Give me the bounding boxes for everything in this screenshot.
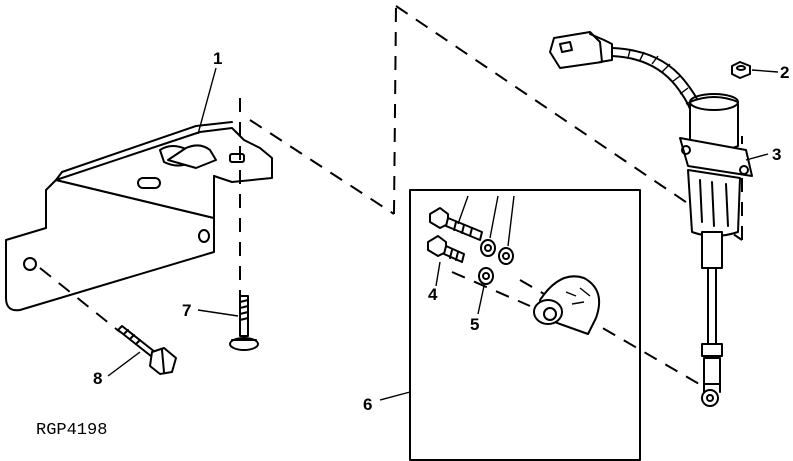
leader-lines	[107, 67, 779, 401]
throttle-lever	[533, 275, 600, 335]
callout-5: 5	[470, 315, 479, 334]
detail-bolt-upper	[429, 207, 483, 241]
callout-2: 2	[780, 63, 789, 82]
callout-8: 8	[93, 369, 102, 388]
callout-6: 6	[363, 395, 372, 414]
bolt-8	[117, 325, 177, 375]
solenoid-assembly	[549, 31, 753, 407]
callout-7: 7	[182, 301, 191, 320]
callout-3: 3	[772, 145, 781, 164]
mounting-bracket	[5, 121, 273, 312]
detail-bolt-lower	[427, 235, 465, 263]
callout-1: 1	[213, 49, 222, 68]
bolt-7	[229, 295, 259, 351]
callout-4: 4	[428, 285, 438, 304]
detail-box	[409, 189, 641, 461]
alignment-lines	[39, 5, 743, 389]
figure-code: RGP4198	[36, 421, 107, 440]
